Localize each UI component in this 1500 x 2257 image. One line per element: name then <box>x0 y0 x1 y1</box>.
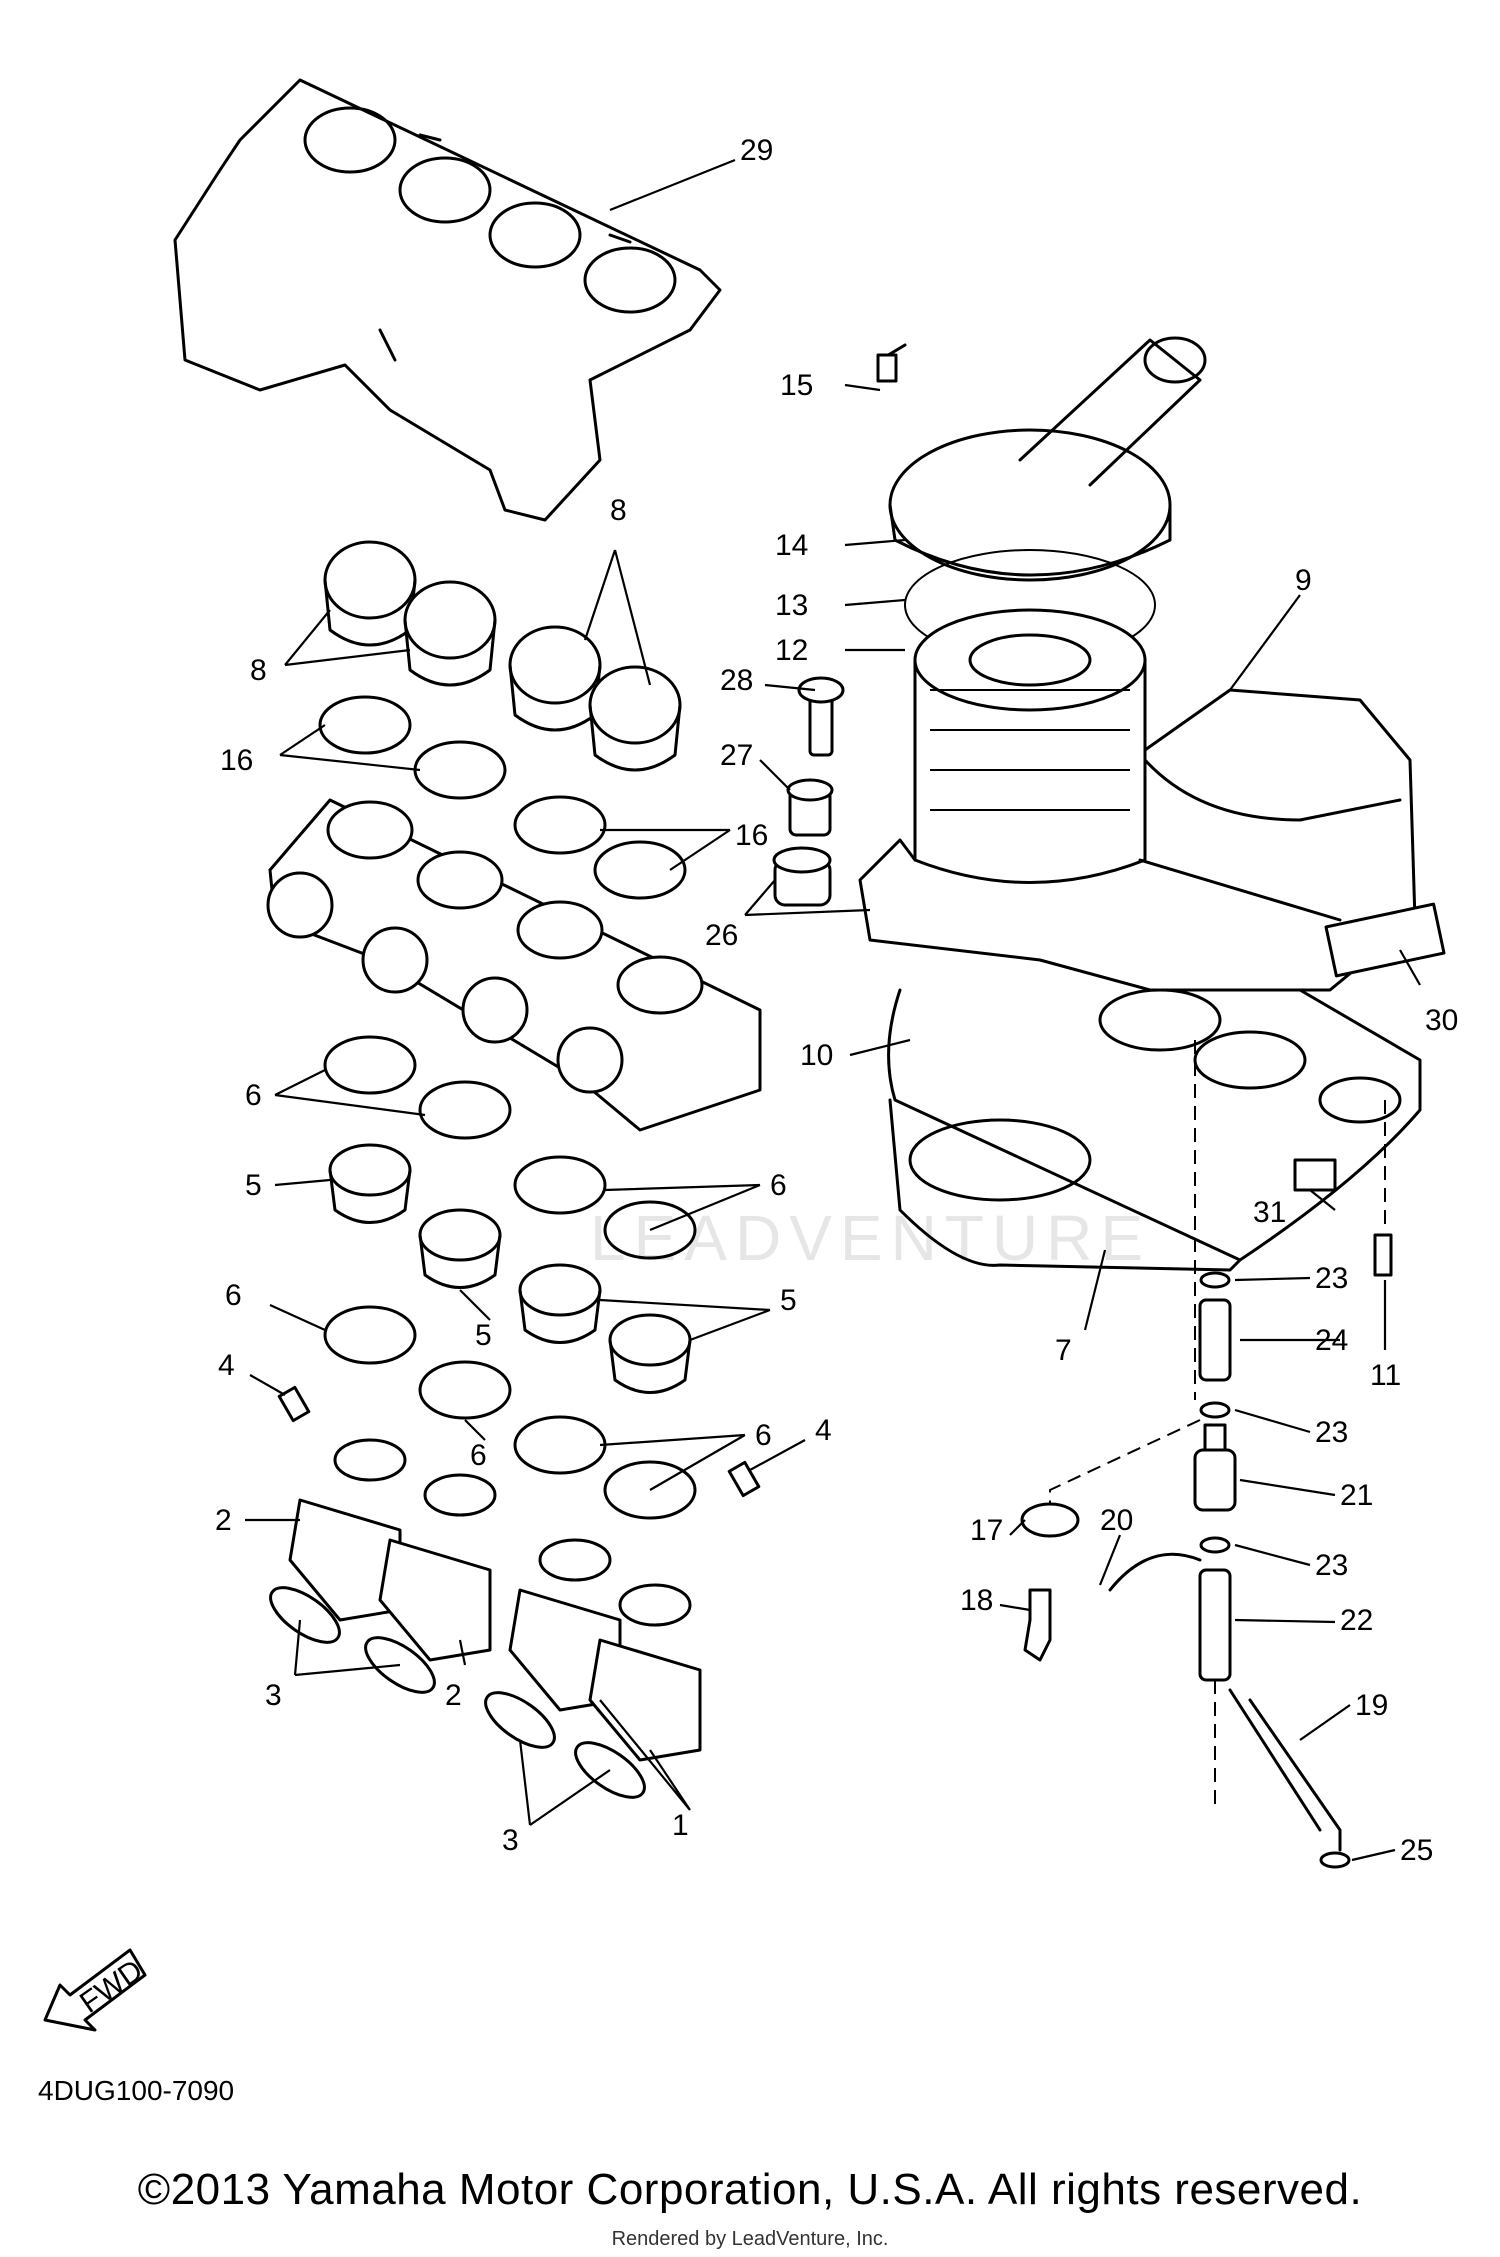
callout-1: 1 <box>672 1809 689 1842</box>
callout-6-e: 6 <box>755 1419 772 1452</box>
intake-joints-clamps <box>323 1035 697 1520</box>
breather-hose-system <box>1020 1233 1393 1869</box>
watermark-text: LEADVENTURE <box>590 1202 1151 1274</box>
callout-14: 14 <box>775 529 808 562</box>
callout-12: 12 <box>775 634 808 667</box>
callout-23-a: 23 <box>1315 1262 1348 1295</box>
callout-31: 31 <box>1253 1196 1286 1229</box>
callout-15: 15 <box>780 369 813 402</box>
callout-27: 27 <box>720 739 753 772</box>
heat-shield-part <box>173 78 722 522</box>
diagram-code: 4DUG100-7090 <box>38 2075 235 2106</box>
callout-3-left: 3 <box>265 1679 282 1712</box>
callout-6-b: 6 <box>770 1169 787 1202</box>
callout-11: 11 <box>1370 1359 1401 1392</box>
forward-arrow-icon: FWD <box>43 1948 149 2032</box>
callout-6-c: 6 <box>225 1279 242 1312</box>
lower-air-box-part <box>887 988 1422 1400</box>
callout-17: 17 <box>970 1514 1003 1547</box>
callout-28: 28 <box>720 664 753 697</box>
callout-8-right: 8 <box>610 494 627 527</box>
callout-6-d: 6 <box>470 1439 487 1472</box>
callout-19: 19 <box>1355 1689 1388 1722</box>
callout-5-b: 5 <box>475 1319 492 1352</box>
copyright-notice: ©2013 Yamaha Motor Corporation, U.S.A. A… <box>137 2165 1363 2214</box>
callout-18: 18 <box>960 1584 993 1617</box>
callout-9: 9 <box>1295 564 1312 597</box>
callout-5-c: 5 <box>780 1284 797 1317</box>
callout-20: 20 <box>1100 1504 1133 1537</box>
callout-10: 10 <box>800 1039 833 1072</box>
callout-22: 22 <box>1340 1604 1373 1637</box>
leader-lines <box>245 158 1421 1862</box>
callout-29: 29 <box>740 134 773 167</box>
air-box-part <box>858 688 1446 992</box>
callout-2-bottom: 2 <box>445 1679 462 1712</box>
carb-caps-part <box>323 540 682 772</box>
callout-25: 25 <box>1400 1834 1433 1867</box>
callout-7: 7 <box>1055 1334 1072 1367</box>
callout-23-c: 23 <box>1315 1549 1348 1582</box>
air-filter-assembly <box>876 336 1207 884</box>
callout-21: 21 <box>1340 1479 1373 1512</box>
carburetor-bank <box>266 798 762 1132</box>
manifolds-gaskets <box>269 1385 761 1799</box>
callout-2-left: 2 <box>215 1504 232 1537</box>
callout-24: 24 <box>1315 1324 1348 1357</box>
callout-8-left: 8 <box>250 654 267 687</box>
callout-26: 26 <box>705 919 738 952</box>
callouts: 29 15 14 13 12 9 8 8 16 16 28 27 26 30 1… <box>215 134 1458 1867</box>
callout-3-bottom: 3 <box>502 1824 519 1857</box>
callout-16-left: 16 <box>220 744 253 777</box>
callout-5-a: 5 <box>245 1169 262 1202</box>
callout-30: 30 <box>1425 1004 1458 1037</box>
callout-16-right: 16 <box>735 819 768 852</box>
rendered-by-notice: Rendered by LeadVenture, Inc. <box>611 2228 889 2250</box>
callout-23-b: 23 <box>1315 1416 1348 1449</box>
callout-4-right: 4 <box>815 1414 832 1447</box>
callout-13: 13 <box>775 589 808 622</box>
callout-4-left: 4 <box>218 1349 235 1382</box>
callout-6-a: 6 <box>245 1079 262 1112</box>
bolt-collar-grommet <box>772 676 845 907</box>
